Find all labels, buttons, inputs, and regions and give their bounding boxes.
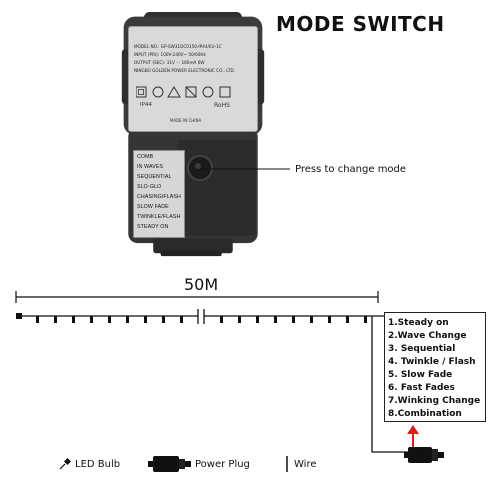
mode-item: 8.Combination xyxy=(388,409,462,419)
power-plug-legend-icon xyxy=(148,456,191,472)
length-label: 50M xyxy=(184,275,219,294)
adapter-label-line: MODEL NO.: GP-SW31DC0150-IP44/EU-1C xyxy=(134,44,222,49)
wire-legend-icon xyxy=(286,456,288,472)
adapter-label-line: INPUT (PRI): 100V-240V~ 50/60Hz xyxy=(134,52,206,57)
adapter-mode-label: CHASING/FLASH xyxy=(137,194,181,200)
mode-button[interactable] xyxy=(186,154,214,182)
adapter-label-line: OUTPUT (SEC): 31V ··· 160mA 6W xyxy=(134,60,205,65)
callout-line xyxy=(200,168,290,170)
legend-led-bulb: LED Bulb xyxy=(75,459,121,470)
adapter-mode-label: TWINKLE/FLASH xyxy=(137,214,181,220)
adapter-mode-label: COMB xyxy=(137,154,154,160)
light-string xyxy=(16,309,386,324)
mode-item: 4. Twinkle / Flash xyxy=(388,357,476,367)
legend-power-plug: Power Plug xyxy=(195,459,250,470)
mode-item: 5. Slow Fade xyxy=(388,370,453,380)
mode-item: 6. Fast Fades xyxy=(388,383,455,393)
mode-item: 3. Sequential xyxy=(388,344,456,354)
certification-icons xyxy=(136,86,231,98)
made-in-label: MADE IN CHINA xyxy=(170,118,202,123)
adapter-label-line: NINGBO GOLDEN POWER ELECTRONIC CO., LTD. xyxy=(134,68,236,73)
led-bulb-icon xyxy=(59,457,72,470)
wire-to-plug xyxy=(371,316,410,453)
adapter-mode-label: SLOW FADE xyxy=(137,204,169,210)
legend-wire: Wire xyxy=(294,459,317,470)
mode-item: 7.Winking Change xyxy=(388,396,481,406)
rohs-mark: RoHS xyxy=(214,102,230,109)
ip-rating: IP44 xyxy=(140,102,152,108)
adapter-mode-label: STEADY ON xyxy=(137,224,169,230)
mode-item: 2.Wave Change xyxy=(388,331,467,341)
adapter-mode-plate xyxy=(133,150,185,238)
dimension-line xyxy=(15,291,379,303)
adapter-mode-label: SEQUENTIAL xyxy=(137,174,172,180)
page-title: MODE SWITCH xyxy=(276,12,445,36)
adapter-mode-label: IN WAVES xyxy=(137,164,164,170)
adapter-mode-label: SLO-GLO xyxy=(137,184,162,190)
mode-item: 1.Steady on xyxy=(388,318,449,328)
press-hint: Press to change mode xyxy=(295,164,407,175)
power-plug-icon xyxy=(404,447,444,463)
mode-list-box xyxy=(384,312,486,422)
adapter-label-plate xyxy=(128,26,258,132)
